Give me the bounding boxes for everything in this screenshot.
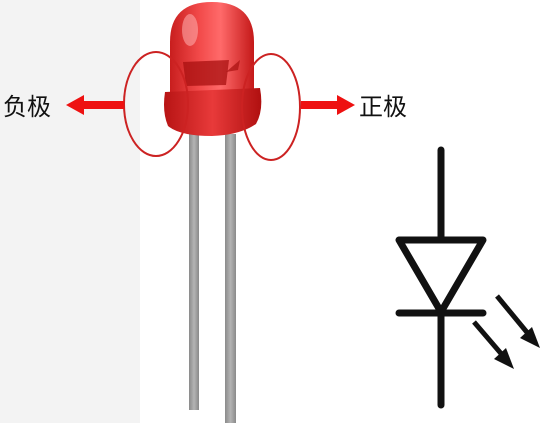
led-rim	[164, 88, 262, 136]
led-anvil	[183, 60, 229, 86]
positive-side-ellipse	[241, 53, 301, 161]
positive-arrow-icon	[301, 95, 355, 115]
red-led-icon	[164, 2, 262, 423]
positive-label: 正极	[359, 93, 407, 121]
negative-label: 负极	[3, 93, 51, 121]
left-background	[0, 0, 140, 423]
led-post	[226, 60, 240, 72]
cathode-lead	[189, 134, 199, 410]
light-emission-arrows-icon	[472, 294, 540, 369]
negative-arrow-icon	[66, 95, 124, 115]
led-highlight	[182, 14, 198, 46]
anode-lead	[225, 134, 236, 423]
led-schematic-symbol	[395, 146, 487, 409]
